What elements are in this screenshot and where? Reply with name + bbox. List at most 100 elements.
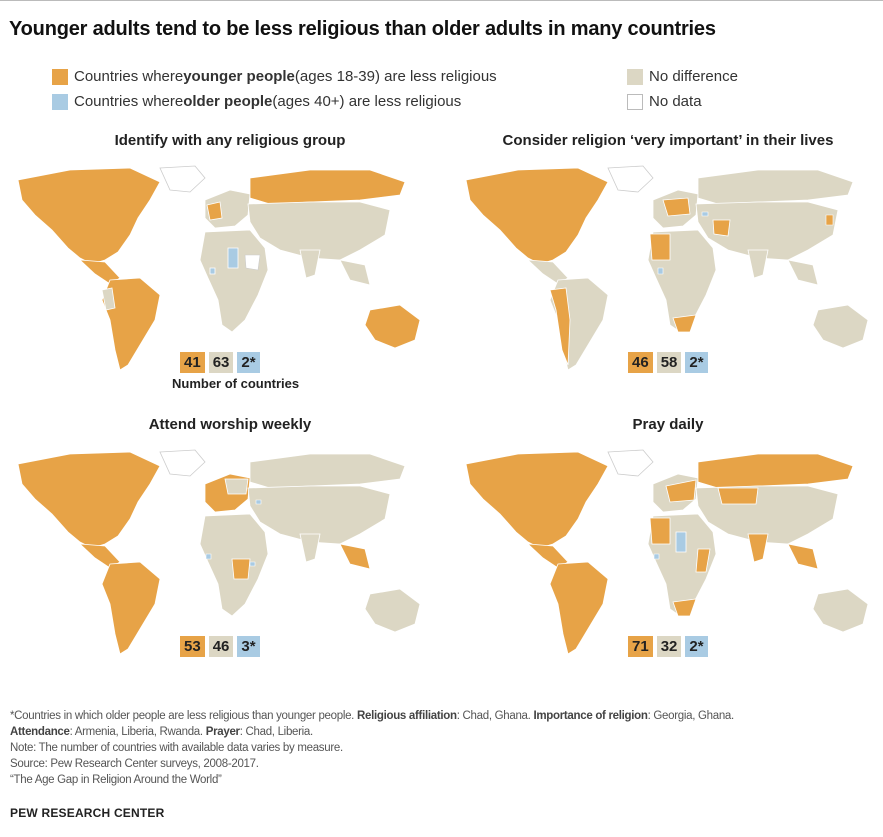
region-se-asia bbox=[787, 259, 819, 286]
region-north-america bbox=[465, 451, 609, 549]
count-older: 3* bbox=[237, 636, 260, 657]
region-ghana bbox=[209, 267, 216, 275]
chart-title: Younger adults tend to be less religious… bbox=[9, 18, 716, 40]
legend-younger: Countries where younger people (ages 18-… bbox=[52, 68, 497, 85]
region-central-asia-younger bbox=[717, 487, 759, 505]
legend-swatch-younger bbox=[52, 68, 68, 85]
region-south-africa bbox=[672, 314, 697, 333]
count-no-difference: 58 bbox=[656, 352, 682, 373]
legend-swatch-no-data bbox=[627, 93, 643, 110]
brand-logo-text: PEW RESEARCH CENTER bbox=[10, 806, 165, 820]
legend-no-data: No data bbox=[627, 93, 702, 110]
region-south-america bbox=[549, 561, 609, 655]
region-asia bbox=[695, 201, 839, 261]
region-liberia bbox=[653, 553, 660, 560]
legend-no-difference: No difference bbox=[627, 68, 738, 85]
region-europe-younger bbox=[665, 479, 697, 503]
note-text: Note: The number of countries with avail… bbox=[10, 742, 343, 754]
world-map-affiliation bbox=[17, 165, 421, 371]
panel-title-affiliation: Identify with any religious group bbox=[114, 132, 346, 149]
region-greenland bbox=[159, 449, 206, 477]
footnote-attendance-prayer: Attendance: Armenia, Liberia, Rwanda. Pr… bbox=[10, 726, 313, 738]
region-russia bbox=[697, 453, 854, 489]
map-importance bbox=[458, 160, 878, 390]
count-younger: 71 bbox=[628, 636, 653, 657]
region-east-africa-younger bbox=[695, 548, 711, 573]
region-india bbox=[299, 249, 321, 279]
world-map-prayer bbox=[465, 449, 869, 655]
world-map-importance bbox=[465, 165, 869, 371]
report-title: “The Age Gap in Religion Around the Worl… bbox=[10, 774, 222, 786]
region-south-africa bbox=[672, 598, 697, 617]
region-north-america bbox=[17, 451, 161, 549]
region-australia bbox=[364, 304, 421, 349]
map-affiliation bbox=[10, 160, 430, 390]
region-chad bbox=[675, 531, 687, 553]
region-russia bbox=[249, 169, 406, 205]
count-no-difference: 46 bbox=[208, 636, 234, 657]
panel-title-attendance: Attend worship weekly bbox=[148, 416, 312, 433]
region-se-asia bbox=[339, 543, 371, 570]
region-australia bbox=[812, 304, 869, 349]
region-north-america bbox=[17, 167, 161, 265]
region-chad bbox=[227, 247, 239, 269]
region-nw-africa bbox=[649, 233, 671, 261]
world-map-attendance bbox=[17, 449, 421, 655]
region-russia bbox=[249, 453, 406, 489]
count-no-difference: 63 bbox=[208, 352, 234, 373]
region-rwanda bbox=[249, 561, 256, 567]
region-india bbox=[747, 533, 769, 563]
footnotes: *Countries in which older people are les… bbox=[10, 708, 734, 788]
region-australia bbox=[364, 588, 421, 633]
region-asia bbox=[247, 201, 391, 261]
region-se-asia bbox=[787, 543, 819, 570]
legend-swatch-older bbox=[52, 93, 68, 110]
count-younger: 46 bbox=[628, 352, 653, 373]
count-older: 2* bbox=[685, 636, 708, 657]
region-nw-africa-younger bbox=[649, 517, 671, 545]
count-younger: 41 bbox=[180, 352, 205, 373]
counts-prayer: 71 32 2* bbox=[628, 636, 708, 657]
region-africa-nodata bbox=[244, 254, 261, 271]
region-armenia bbox=[255, 499, 262, 505]
region-central-africa-younger bbox=[231, 558, 251, 580]
counts-affiliation: 41 63 2* bbox=[180, 352, 260, 373]
region-africa bbox=[199, 229, 269, 333]
region-south-america bbox=[101, 277, 161, 371]
region-south-america-younger bbox=[549, 287, 571, 366]
top-rule bbox=[0, 0, 883, 1]
region-north-america bbox=[465, 167, 609, 265]
panel-title-importance: Consider religion ‘very important’ in th… bbox=[502, 132, 834, 149]
region-russia bbox=[697, 169, 854, 205]
region-ghana bbox=[657, 267, 664, 275]
legend-swatch-no-difference bbox=[627, 68, 643, 85]
region-australia bbox=[812, 588, 869, 633]
count-older: 2* bbox=[237, 352, 260, 373]
region-europe-west bbox=[206, 201, 223, 221]
map-prayer bbox=[458, 444, 878, 674]
counts-importance: 46 58 2* bbox=[628, 352, 708, 373]
panel-title-prayer: Pray daily bbox=[632, 416, 704, 433]
region-south-america-nodiff bbox=[101, 287, 116, 311]
count-no-difference: 32 bbox=[656, 636, 682, 657]
region-asia bbox=[247, 485, 391, 545]
region-se-asia bbox=[339, 259, 371, 286]
footnote-asterisk: *Countries in which older people are les… bbox=[10, 710, 734, 722]
source-text: Source: Pew Research Center surveys, 200… bbox=[10, 758, 259, 770]
legend-older: Countries where older people (ages 40+) … bbox=[52, 93, 461, 110]
counts-attendance: 53 46 3* bbox=[180, 636, 260, 657]
region-georgia bbox=[701, 211, 709, 217]
region-liberia bbox=[205, 553, 212, 560]
region-iran bbox=[712, 219, 731, 237]
region-greenland bbox=[159, 165, 206, 193]
region-south-america bbox=[101, 561, 161, 655]
region-europe-younger bbox=[662, 197, 691, 217]
count-older: 2* bbox=[685, 352, 708, 373]
region-korea bbox=[825, 214, 834, 226]
region-greenland bbox=[607, 165, 654, 193]
region-india bbox=[299, 533, 321, 563]
region-india bbox=[747, 249, 769, 279]
count-label: Number of countries bbox=[172, 376, 300, 391]
map-attendance bbox=[10, 444, 430, 674]
count-younger: 53 bbox=[180, 636, 205, 657]
